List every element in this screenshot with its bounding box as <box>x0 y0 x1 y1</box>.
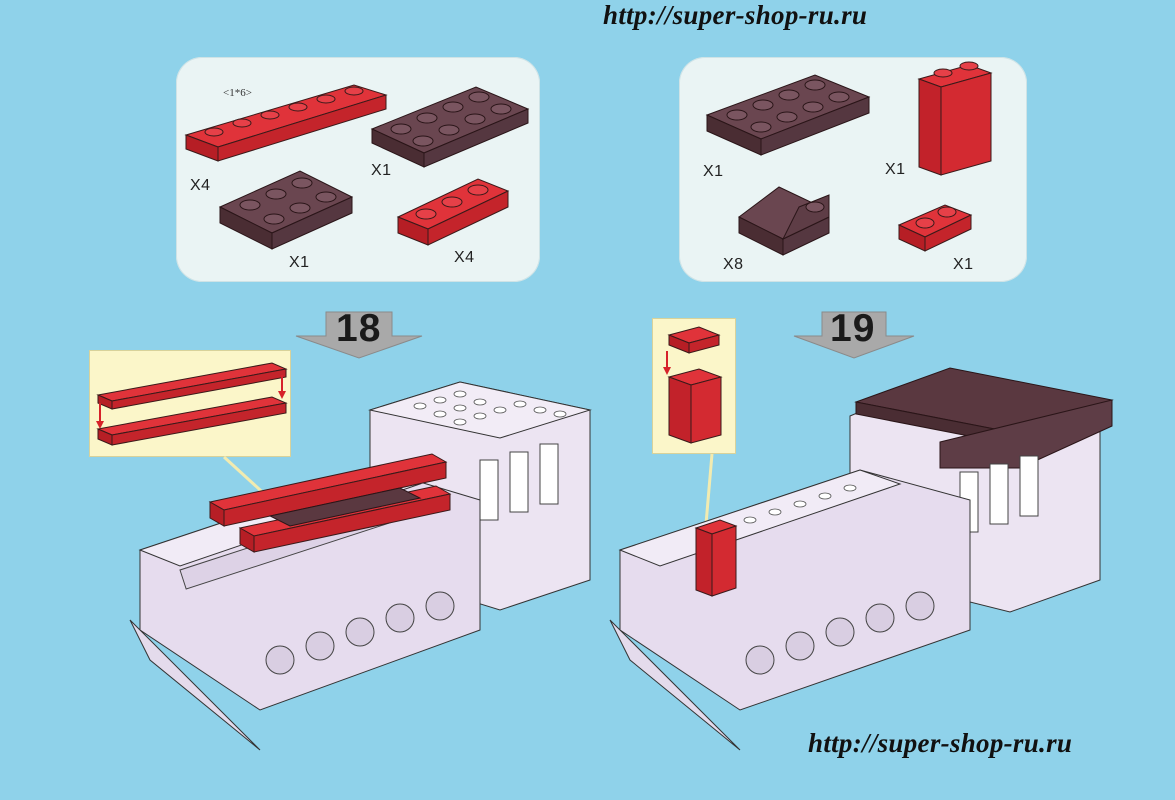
plate-2x3-quantity: X1 <box>289 254 310 271</box>
slope-quantity: X8 <box>723 256 744 273</box>
red-plate-1x3-icon <box>396 178 510 246</box>
red-plate-1x2-icon <box>897 204 973 252</box>
plate-1x6-size-label: <1*6> <box>223 87 252 99</box>
step-19-parts-panel: X1 X1 X8 X1 <box>679 57 1027 282</box>
plate-1x2-quantity: X1 <box>953 256 974 273</box>
step-18-parts-drawing <box>184 84 530 250</box>
callout-pointer-line <box>704 453 714 525</box>
plate-2x4-quantity: X1 <box>703 163 724 180</box>
dark-plate-2x4-icon <box>705 74 871 156</box>
step-18-callout <box>89 350 291 457</box>
dark-plate-2x4-icon <box>370 86 530 168</box>
step-18-locomotive-model <box>129 381 592 751</box>
step-19-locomotive-model <box>609 367 1114 751</box>
step-19-callout-drawing <box>663 326 723 444</box>
red-plate-1x2-icon <box>667 326 721 354</box>
step-18-parts-panel: <1*6> X4 X1 X1 X4 <box>176 57 540 282</box>
red-brick-1x2x2-icon <box>667 368 723 444</box>
dark-slope-icon <box>738 186 830 256</box>
red-brick-1x2x2-icon <box>917 61 993 176</box>
step-18-callout-drawing <box>96 362 288 446</box>
plate-1x3-quantity: X4 <box>454 249 475 266</box>
red-plate-1x6-icon <box>96 362 288 410</box>
step-18-arrow-icon <box>295 311 423 359</box>
step-19-arrow-icon <box>793 311 915 359</box>
dark-plate-2x3-icon <box>218 170 354 250</box>
plate-1x6-quantity: X4 <box>190 177 211 194</box>
header-url[interactable]: http://super-shop-ru.ru <box>603 0 868 30</box>
footer-url[interactable]: http://super-shop-ru.ru <box>808 728 1073 758</box>
step-18-number: 18 <box>336 307 382 350</box>
step-19-number: 19 <box>830 307 876 350</box>
brick-1x2x2-quantity: X1 <box>885 161 906 178</box>
step-19-callout <box>652 318 736 454</box>
plate-2x4-quantity: X1 <box>371 162 392 179</box>
red-plate-1x6-icon <box>184 84 388 162</box>
step-19-parts-drawing <box>705 61 993 256</box>
red-plate-1x6-icon <box>96 396 288 446</box>
